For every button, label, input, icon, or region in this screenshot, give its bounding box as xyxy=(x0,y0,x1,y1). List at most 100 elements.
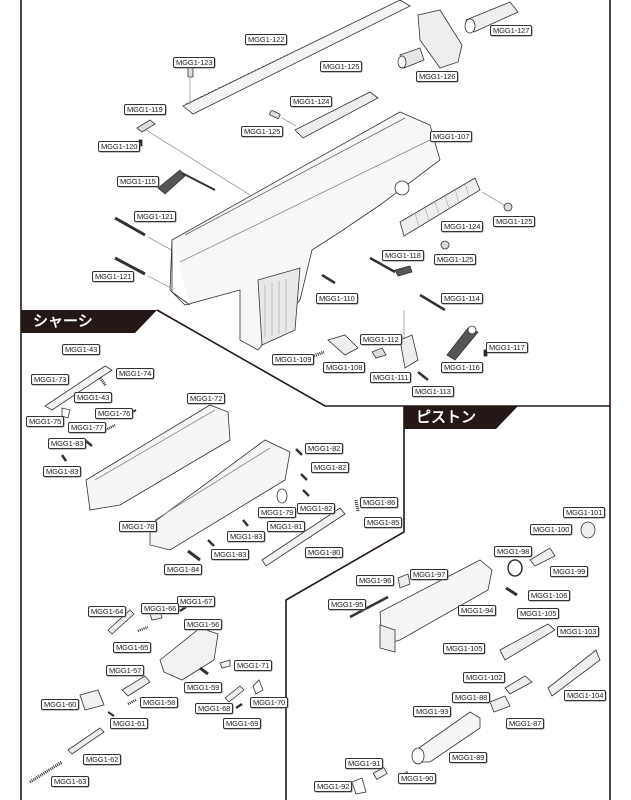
part-label-mgg1-73: MGG1-73 xyxy=(31,374,70,385)
part-label-mgg1-113: MGG1-113 xyxy=(412,386,454,397)
screw-125c-part xyxy=(481,191,513,212)
part-57 xyxy=(121,675,151,697)
part-label-mgg1-122: MGG1-122 xyxy=(245,34,288,45)
part-label-mgg1-121a: MGG1-121 xyxy=(134,211,177,222)
screws-82-part xyxy=(295,448,310,497)
part-label-mgg1-103: MGG1-103 xyxy=(557,626,600,637)
spring-86-part xyxy=(354,499,360,513)
spring-109-part xyxy=(313,350,325,358)
part-92 xyxy=(351,777,367,795)
part-label-mgg1-114: MGG1-114 xyxy=(441,293,483,304)
part-label-mgg1-91: MGG1-91 xyxy=(345,758,384,769)
charging-handle-115-part xyxy=(157,169,216,195)
flash-hider-127-part xyxy=(464,1,519,34)
screw-106-part xyxy=(505,586,518,597)
part-97 xyxy=(397,573,411,589)
spring-58-part xyxy=(127,698,137,706)
part-label-mgg1-72: MGG1-72 xyxy=(187,393,226,404)
part-73 xyxy=(44,365,113,411)
part-label-mgg1-102: MGG1-102 xyxy=(463,672,506,683)
front-block-126-part xyxy=(397,9,463,69)
part-label-mgg1-57: MGG1-57 xyxy=(106,665,145,676)
part-label-mgg1-101: MGG1-101 xyxy=(563,507,606,518)
part-label-mgg1-115: MGG1-115 xyxy=(117,176,159,187)
piston-89-part xyxy=(411,711,481,765)
part-113 xyxy=(417,371,429,381)
part-103 xyxy=(499,623,556,661)
part-label-mgg1-105b: MGG1-105 xyxy=(443,643,486,654)
part-59 xyxy=(199,666,209,676)
part-label-mgg1-90: MGG1-90 xyxy=(398,773,437,784)
part-label-mgg1-77: MGG1-77 xyxy=(68,422,107,433)
side-rail-124b-part xyxy=(399,177,481,237)
part-108 xyxy=(327,334,359,356)
part-label-mgg1-111: MGG1-111 xyxy=(370,372,412,383)
part-label-mgg1-127: MGG1-127 xyxy=(490,25,533,36)
part-61 xyxy=(107,711,115,717)
side-rail-124a-part xyxy=(294,91,379,139)
body-parts xyxy=(114,0,519,381)
part-91 xyxy=(372,766,388,781)
pin-110-part xyxy=(321,273,336,285)
part-label-mgg1-79: MGG1-79 xyxy=(258,507,297,518)
cylinder-94-part xyxy=(379,559,493,653)
screw-123-part xyxy=(187,67,194,105)
part-label-mgg1-107: MGG1-107 xyxy=(430,131,473,142)
part-label-mgg1-104: MGG1-104 xyxy=(564,690,607,701)
part-label-mgg1-63: MGG1-63 xyxy=(51,776,90,787)
part-label-mgg1-58: MGG1-58 xyxy=(140,697,179,708)
part-80 xyxy=(261,507,346,567)
part-label-mgg1-119: MGG1-119 xyxy=(124,104,166,115)
part-label-mgg1-83b: MGG1-83 xyxy=(43,466,82,477)
spring-74-part xyxy=(98,377,108,387)
part-102 xyxy=(504,675,533,695)
lever-119-part xyxy=(136,119,251,196)
part-label-mgg1-80: MGG1-80 xyxy=(305,547,344,558)
part-label-mgg1-83a: MGG1-83 xyxy=(48,438,87,449)
part-112 xyxy=(371,347,387,359)
part-99 xyxy=(529,547,556,567)
part-label-mgg1-121b: MGG1-121 xyxy=(92,271,135,282)
part-116 xyxy=(446,325,479,361)
part-label-mgg1-117: MGG1-117 xyxy=(486,342,528,353)
screw-125b-part xyxy=(269,110,297,127)
part-label-mgg1-93: MGG1-93 xyxy=(413,706,452,717)
part-label-mgg1-123: MGG1-123 xyxy=(173,57,216,68)
part-label-mgg1-125b: MGG1-125 xyxy=(241,126,284,137)
part-label-mgg1-124b: MGG1-124 xyxy=(441,221,484,232)
part-label-mgg1-82a: MGG1-82 xyxy=(305,443,344,454)
part-label-mgg1-85: MGG1-85 xyxy=(364,517,403,528)
hopup-56-part xyxy=(159,627,219,681)
oring-98-part xyxy=(507,559,523,577)
body-panel-border xyxy=(20,0,611,800)
chassis-panel-top-border xyxy=(156,309,610,407)
spring-67-part xyxy=(179,605,187,613)
part-70 xyxy=(252,679,264,695)
part-label-mgg1-106: MGG1-106 xyxy=(528,590,571,601)
part-label-mgg1-56: MGG1-56 xyxy=(184,619,223,630)
part-label-mgg1-105a: MGG1-105 xyxy=(517,608,560,619)
part-label-mgg1-67: MGG1-67 xyxy=(177,596,216,607)
chassis-parts xyxy=(29,365,360,784)
receiver-107-part xyxy=(169,111,441,351)
part-118 xyxy=(369,256,413,277)
part-label-mgg1-95: MGG1-95 xyxy=(328,599,367,610)
part-label-mgg1-92: MGG1-92 xyxy=(314,781,353,792)
spring-63-part xyxy=(29,760,63,784)
part-label-mgg1-68: MGG1-68 xyxy=(195,703,234,714)
part-111 xyxy=(399,310,419,369)
part-label-mgg1-83d: MGG1-83 xyxy=(211,549,250,560)
screw-125d-part xyxy=(440,240,450,250)
piston-section-title: ピストン xyxy=(404,406,518,429)
part-label-mgg1-110: MGG1-110 xyxy=(316,293,358,304)
part-label-mgg1-59: MGG1-59 xyxy=(184,682,223,693)
rod-95-part xyxy=(349,595,389,619)
part-62 xyxy=(67,727,105,755)
part-label-mgg1-43b: MGG1-43 xyxy=(74,392,113,403)
piston-parts xyxy=(349,521,601,795)
screws-83-part xyxy=(60,440,249,547)
part-label-mgg1-71: MGG1-71 xyxy=(234,660,273,671)
part-71 xyxy=(219,659,231,669)
part-label-mgg1-82b: MGG1-82 xyxy=(311,462,350,473)
